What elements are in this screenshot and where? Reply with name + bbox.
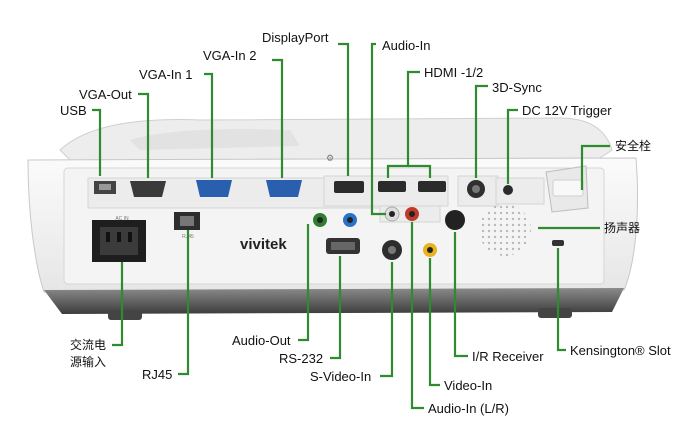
label-audio-in-top: Audio-In (382, 38, 431, 53)
label-video-in: Video-In (444, 378, 493, 393)
lower-connector-row: AC IN RJ45 vivitek (92, 204, 564, 262)
brand-logo: vivitek (240, 236, 287, 253)
hdmi2-port (418, 181, 446, 192)
label-speaker: 扬声器 (604, 221, 641, 235)
label-svideo-in: S-Video-In (310, 369, 372, 384)
label-audio-out: Audio-Out (232, 333, 291, 348)
upper-connector-row (87, 175, 545, 209)
label-usb: USB (60, 103, 87, 118)
label-kensington: Kensington® Slot (570, 343, 671, 358)
label-ac-power-2: 源输入 (70, 355, 107, 369)
label-vga-in2: VGA-In 2 (203, 48, 257, 63)
label-vga-in1: VGA-In 1 (139, 67, 193, 82)
label-hdmi: HDMI -1/2 (424, 65, 484, 80)
label-audio-in-lr: Audio-In (L/R) (428, 401, 509, 416)
label-ir-receiver: I/R Receiver (472, 349, 544, 364)
vga-in2-port (266, 180, 302, 197)
kensington-slot (552, 240, 564, 246)
vga-in1-port (196, 180, 232, 197)
hdmi1-port (378, 181, 406, 192)
label-dc-trigger: DC 12V Trigger (522, 103, 612, 118)
leader-lines (92, 42, 610, 410)
label-vga-out: VGA-Out (79, 87, 132, 102)
displayport-port (334, 181, 364, 193)
label-security-bar: 安全栓 (615, 139, 652, 153)
ir-receiver-window (445, 210, 465, 230)
dc-trigger-port (503, 185, 513, 195)
label-rs232: RS-232 (279, 351, 324, 366)
vga-out-port (130, 181, 166, 197)
label-displayport: DisplayPort (262, 30, 329, 45)
svg-text:⚙: ⚙ (326, 153, 334, 163)
speaker-grille (479, 204, 531, 256)
label-rj45: RJ45 (142, 367, 173, 382)
label-ac-power-1: 交流电 (70, 338, 107, 352)
panel-ac-in-text: AC IN (115, 216, 129, 222)
label-3d-sync: 3D-Sync (492, 80, 542, 95)
